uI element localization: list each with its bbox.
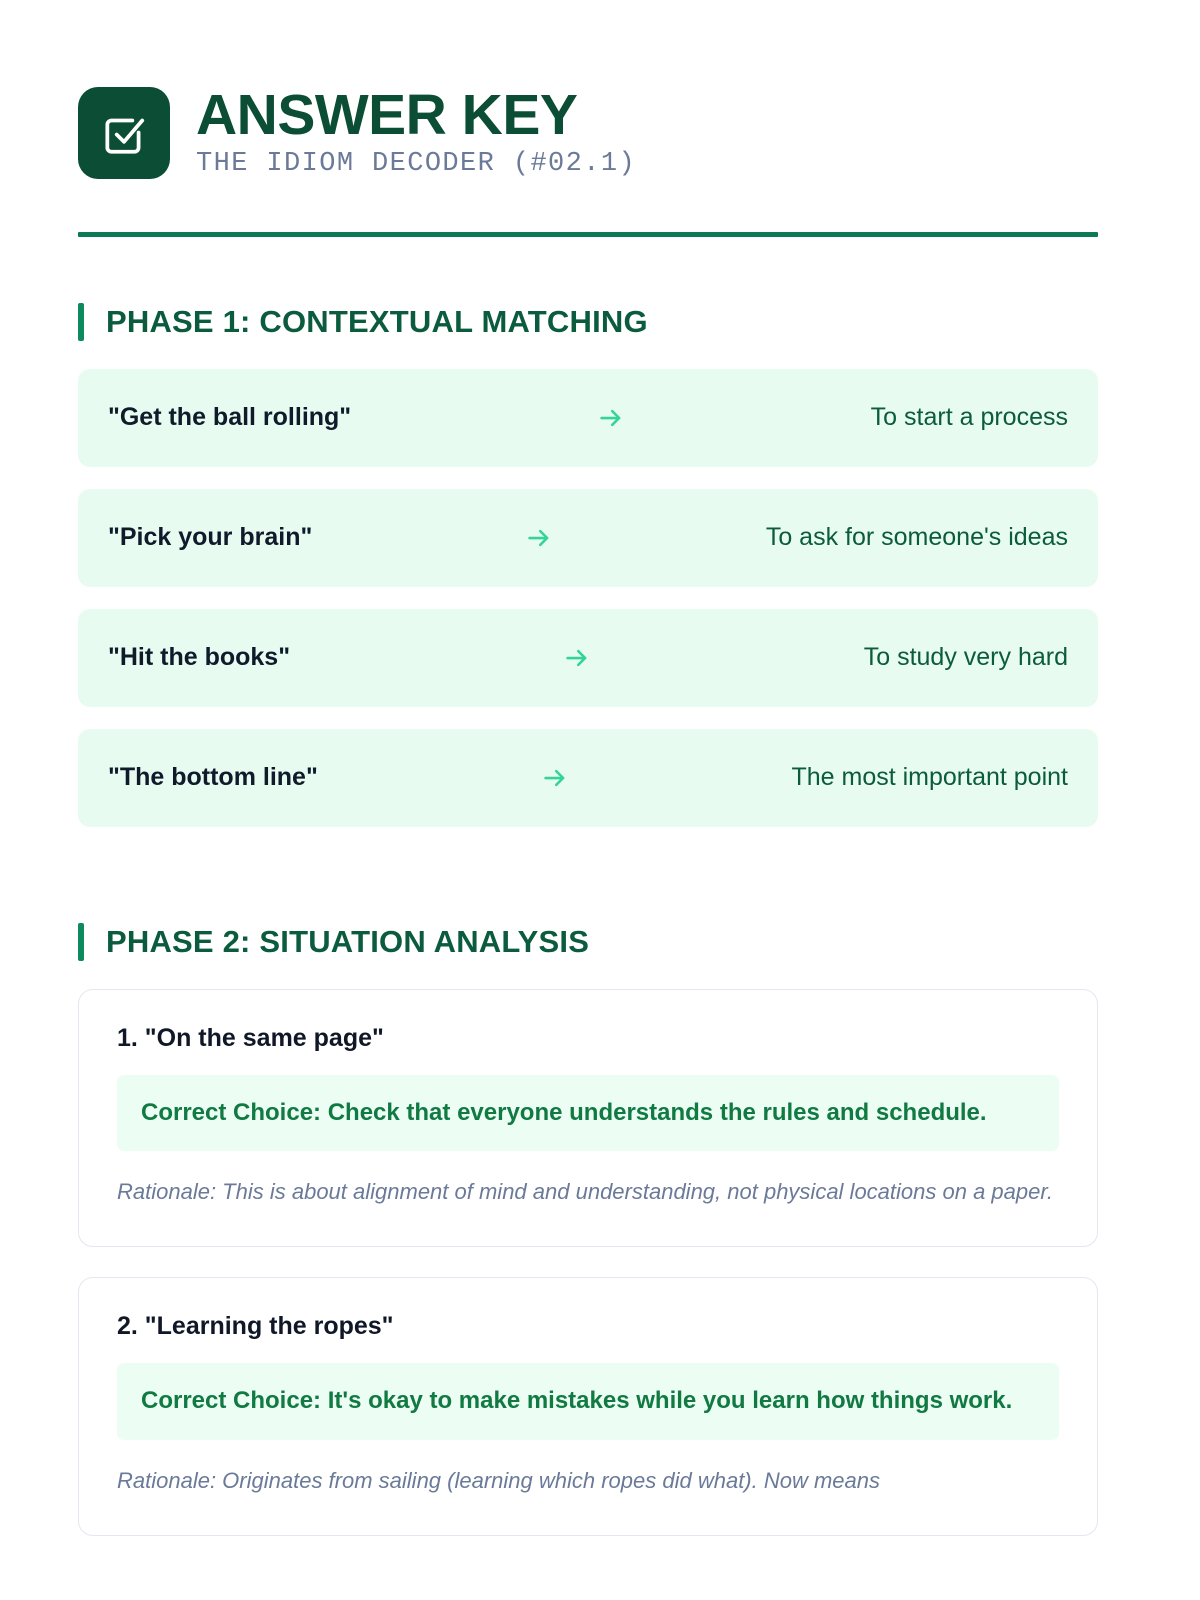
match-term: "Hit the books" xyxy=(108,643,291,672)
arrow-right-icon xyxy=(596,403,626,433)
correct-answer-box: Correct Choice: It's okay to make mistak… xyxy=(117,1363,1059,1441)
phase2-heading: PHASE 2: SITUATION ANALYSIS xyxy=(78,922,1098,961)
header-titles: ANSWER KEY THE IDIOM DECODER (#02.1) xyxy=(196,86,636,181)
question-title: 1. "On the same page" xyxy=(117,1023,384,1052)
question-card: 1. "On the same page" Correct Choice: Ch… xyxy=(78,988,1098,1248)
match-row[interactable]: "Hit the books" To study very hard xyxy=(78,608,1098,707)
header-divider xyxy=(78,231,1098,237)
question-title: 2. "Learning the ropes" xyxy=(117,1312,394,1341)
question-card: 2. "Learning the ropes" Correct Choice: … xyxy=(78,1277,1098,1537)
rationale-text: Rationale: This is about alignment of mi… xyxy=(117,1179,1053,1205)
correct-answer-text: Correct Choice: It's okay to make mistak… xyxy=(141,1387,1013,1415)
phase1-heading: PHASE 1: CONTEXTUAL MATCHING xyxy=(78,302,1098,341)
page-subtitle: THE IDIOM DECODER (#02.1) xyxy=(196,149,637,180)
checkbox-check-icon xyxy=(78,87,170,180)
arrow-right-icon xyxy=(540,763,570,793)
match-definition: To start a process xyxy=(870,403,1068,432)
match-term: "The bottom line" xyxy=(108,763,318,792)
phase2-title: PHASE 2: SITUATION ANALYSIS xyxy=(106,923,590,959)
arrow-right-icon xyxy=(524,523,554,553)
match-row[interactable]: "Get the ball rolling" To start a proces… xyxy=(78,368,1098,467)
correct-answer-text: Correct Choice: Check that everyone unde… xyxy=(141,1098,987,1126)
sheet: ANSWER KEY THE IDIOM DECODER (#02.1) PHA… xyxy=(78,78,1098,1537)
rationale-text: Rationale: Originates from sailing (lear… xyxy=(117,1468,881,1494)
match-row[interactable]: "The bottom line" The most important poi… xyxy=(78,728,1098,827)
match-term: "Get the ball rolling" xyxy=(108,403,352,432)
correct-answer-box: Correct Choice: Check that everyone unde… xyxy=(117,1074,1059,1152)
page-title: ANSWER KEY xyxy=(196,83,578,147)
match-definition: The most important point xyxy=(791,763,1068,792)
arrow-right-icon xyxy=(562,643,592,673)
match-definition: To study very hard xyxy=(863,643,1068,672)
page-header: ANSWER KEY THE IDIOM DECODER (#02.1) xyxy=(78,78,1098,181)
phase2-question-list: 1. "On the same page" Correct Choice: Ch… xyxy=(78,988,1098,1537)
accent-bar xyxy=(78,302,84,341)
match-row[interactable]: "Pick your brain" To ask for someone's i… xyxy=(78,488,1098,587)
match-term: "Pick your brain" xyxy=(108,523,313,552)
phase1-match-list: "Get the ball rolling" To start a proces… xyxy=(78,368,1098,827)
match-definition: To ask for someone's ideas xyxy=(765,523,1068,552)
accent-bar xyxy=(78,922,84,961)
phase1-title: PHASE 1: CONTEXTUAL MATCHING xyxy=(106,303,648,339)
